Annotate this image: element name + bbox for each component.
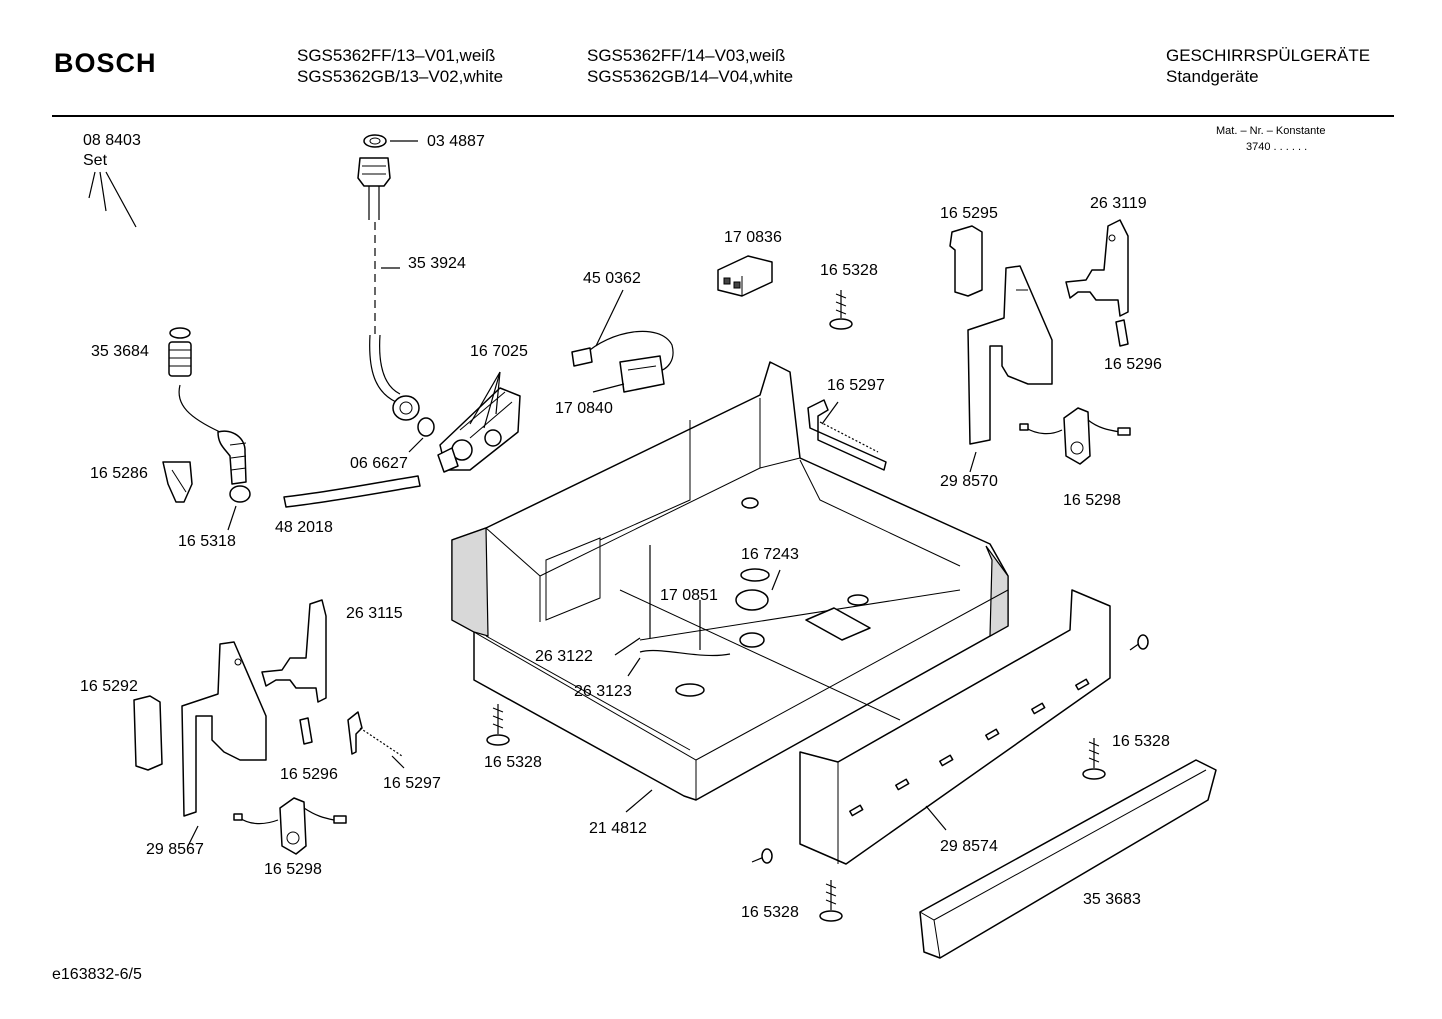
screw <box>819 880 843 922</box>
screw <box>1082 738 1106 780</box>
part-label: 29 8567 <box>146 841 204 858</box>
part-label: 26 3119 <box>1090 195 1147 212</box>
part-label: 16 5328 <box>484 754 542 771</box>
part-label: 16 5295 <box>940 205 998 222</box>
screw <box>486 704 510 746</box>
part-label: 48 2018 <box>275 519 333 536</box>
screws-drawing <box>486 290 1149 922</box>
left-brackets-drawing <box>133 599 347 855</box>
part-label: 16 5296 <box>1104 356 1162 373</box>
part-label: 35 3684 <box>91 343 149 360</box>
switch-drawing <box>717 255 773 297</box>
part-label: 29 8570 <box>940 473 998 490</box>
part-label: 16 5328 <box>1112 733 1170 750</box>
valve-block-drawing <box>437 371 521 473</box>
document-id: e163832-6/5 <box>52 966 142 983</box>
part-label: 21 4812 <box>589 820 647 837</box>
screw <box>829 290 853 330</box>
model-line: SGS5362GB/13–V02,white <box>297 67 504 86</box>
drain-parts-drawing <box>162 327 421 531</box>
set-leaders <box>88 171 137 228</box>
model-line: SGS5362FF/14–V03,weiß <box>587 46 786 65</box>
part-label: 35 3683 <box>1083 891 1141 908</box>
screw <box>1129 634 1149 651</box>
part-label: 26 3122 <box>535 648 593 665</box>
part-label: 16 5328 <box>820 262 878 279</box>
constants-value: 3740 . . . . . . <box>1246 141 1308 153</box>
constants-label: Mat. – Nr. – Konstante <box>1216 125 1326 137</box>
part-label: 16 5286 <box>90 465 148 482</box>
part-label: 06 6627 <box>350 455 408 472</box>
subcategory-title: Standgeräte <box>1166 67 1259 86</box>
part-label: 03 4887 <box>427 133 485 150</box>
part-label: 16 7025 <box>470 343 528 360</box>
cable-connector-drawing <box>571 289 674 393</box>
part-label: 16 5318 <box>178 533 236 550</box>
plinth-drawing <box>919 759 1217 959</box>
part-label: 35 3924 <box>408 255 466 272</box>
part-label: 16 7243 <box>741 546 799 563</box>
part-label: 17 0836 <box>724 229 782 246</box>
part-label: 16 5328 <box>741 904 799 921</box>
brand-logo: BOSCH <box>54 48 157 78</box>
screw <box>751 848 773 864</box>
base-tray-drawing <box>451 361 1009 813</box>
category-title: GESCHIRRSPÜLGERÄTE <box>1166 46 1371 65</box>
springs-drawing <box>347 399 887 769</box>
part-label: 26 3123 <box>574 683 632 700</box>
model-line: SGS5362GB/14–V04,white <box>587 67 794 86</box>
part-label: 17 0840 <box>555 400 613 417</box>
inlet-hose-drawing <box>357 134 435 453</box>
part-label: 16 5298 <box>264 861 322 878</box>
category-block: GESCHIRRSPÜLGERÄTE Standgeräte <box>1166 45 1370 87</box>
part-label: 17 0851 <box>660 587 718 604</box>
part-label: 26 3115 <box>346 605 403 622</box>
part-label: 08 8403 <box>83 132 141 149</box>
model-list-2: SGS5362FF/14–V03,weiß SGS5362GB/14–V04,w… <box>587 45 793 87</box>
part-label: Set <box>83 152 108 169</box>
part-label: 16 5297 <box>383 775 441 792</box>
part-label: 16 5296 <box>280 766 338 783</box>
part-label: 45 0362 <box>583 270 641 287</box>
part-label: 16 5292 <box>80 678 138 695</box>
part-label: 29 8574 <box>940 838 998 855</box>
kickplate-drawing <box>799 589 1111 865</box>
model-line: SGS5362FF/13–V01,weiß <box>297 46 496 65</box>
right-brackets-drawing <box>949 219 1131 473</box>
part-label: 16 5298 <box>1063 492 1121 509</box>
part-label: 16 5297 <box>827 377 885 394</box>
spring-coil <box>819 421 879 453</box>
model-list-1: SGS5362FF/13–V01,weiß SGS5362GB/13–V02,w… <box>297 45 503 87</box>
